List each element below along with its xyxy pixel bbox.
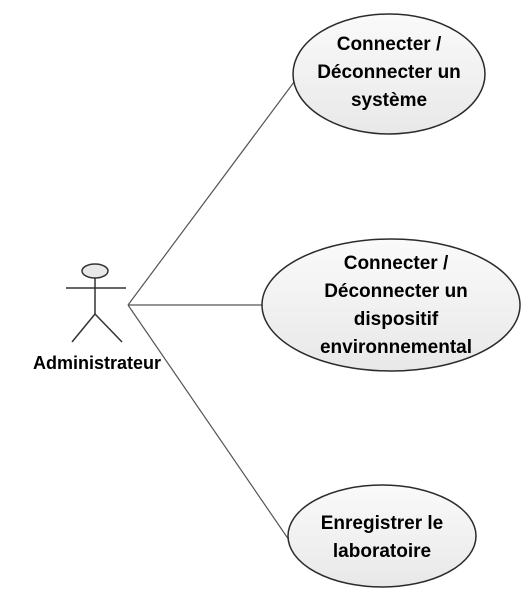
use-case-laboratoire: Enregistrer le laboratoire <box>287 484 477 588</box>
use-case-label: Enregistrer le <box>321 513 444 534</box>
use-case-ellipse <box>292 13 486 135</box>
use-case-label: système <box>351 90 427 111</box>
association-line-systeme <box>127 73 301 306</box>
use-case-label: Déconnecter un <box>317 62 461 83</box>
actor-name: Administrateur <box>33 353 161 373</box>
use-case-label: dispositif <box>354 309 439 330</box>
use-case-systeme: Connecter / Déconnecter un système <box>292 13 486 135</box>
actor-right-leg <box>94 313 123 343</box>
use-case-dispositif: Connecter / Déconnecter un dispositif en… <box>261 238 521 372</box>
use-case-label: environnemental <box>320 337 472 358</box>
actor-head <box>81 263 109 279</box>
actor-left-leg <box>71 313 96 343</box>
use-case-ellipse <box>287 484 477 588</box>
use-case-label: Connecter / <box>337 34 442 55</box>
actor-figure <box>66 263 126 343</box>
use-case-label: laboratoire <box>333 541 431 562</box>
use-case-label: Déconnecter un <box>324 281 468 302</box>
association-line-laboratoire <box>127 304 290 541</box>
use-case-ellipse <box>261 238 521 372</box>
use-case-label: Connecter / <box>344 253 449 274</box>
associations <box>127 73 301 541</box>
